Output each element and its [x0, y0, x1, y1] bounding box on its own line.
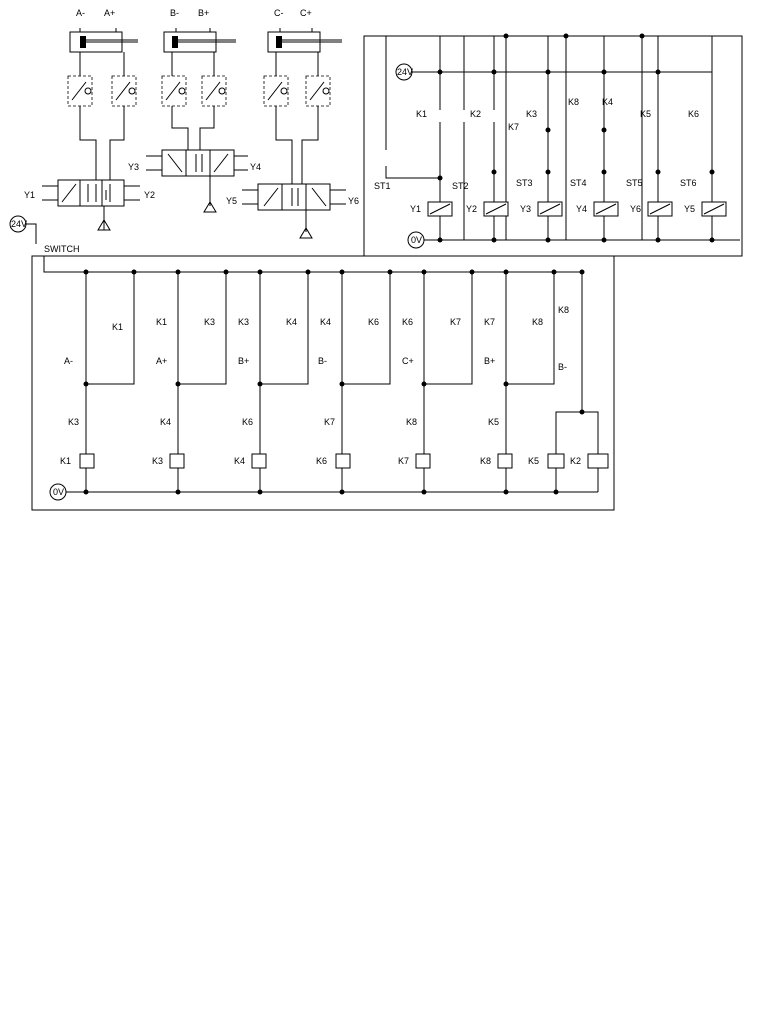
relay-coil-k6: K6	[316, 456, 327, 466]
relay-coil-k5: K5	[528, 456, 539, 466]
solenoid-coils	[427, 201, 727, 217]
valve-y4-label: Y4	[250, 162, 261, 172]
relay-sensor-5: C+	[402, 356, 414, 366]
valve-y5-label: Y5	[226, 196, 237, 206]
cylinder-b-minus-label: B-	[170, 8, 179, 18]
relay-sensor-7: B-	[558, 362, 567, 372]
cylinder-b-plus-label: B+	[198, 8, 209, 18]
relay-coil-k4: K4	[234, 456, 245, 466]
solenoid-junctions	[437, 33, 715, 243]
relay-supply-label: 24V	[11, 219, 27, 229]
relay-coil-k3: K3	[152, 456, 163, 466]
relay-coil-k2: K2	[570, 456, 581, 466]
relay-top-contact-1: K1	[112, 322, 123, 332]
relay-interlock-2: K4	[160, 417, 171, 427]
relay-top-contact-11: K8	[532, 317, 543, 327]
valve-y1-label: Y1	[24, 190, 35, 200]
relay-top-contact-6: K4	[320, 317, 331, 327]
relay-top-contact-4: K3	[238, 317, 249, 327]
solenoid-coil-y3: Y3	[520, 204, 531, 214]
valve-y3-label: Y3	[128, 162, 139, 172]
cylinder-a: A- A+	[67, 8, 138, 180]
valve-y5-y6: Y5 Y6	[226, 183, 359, 239]
relay-sensor-1: A-	[64, 356, 73, 366]
solenoid-step-st4: ST4	[570, 178, 587, 188]
solenoid-supply-label: 24V	[397, 67, 413, 77]
relay-top-contact-10: K7	[484, 317, 495, 327]
solenoid-coil-y5: Y5	[684, 204, 695, 214]
solenoid-ground-label: 0V	[411, 235, 422, 245]
solenoid-relay-k2: K2	[470, 109, 481, 119]
relay-sensor-2: A+	[156, 356, 167, 366]
relay-interlock-1: K3	[68, 417, 79, 427]
solenoid-coil-y6: Y6	[630, 204, 641, 214]
solenoid-coil-y4: Y4	[576, 204, 587, 214]
relay-ground-label: 0V	[53, 487, 64, 497]
cylinder-c-minus-label: C-	[274, 8, 284, 18]
valve-y1-y2: Y1 Y2	[24, 179, 155, 231]
relay-sensor-6: B+	[484, 356, 495, 366]
pneumatic-section: A- A+	[24, 8, 359, 239]
solenoid-relay-k8: K8	[568, 97, 579, 107]
solenoid-step-st6: ST6	[680, 178, 697, 188]
solenoid-relay-k7: K7	[508, 122, 519, 132]
cylinder-c-plus-label: C+	[300, 8, 312, 18]
relay-top-contact-3: K3	[204, 317, 215, 327]
relay-top-contact-2: K1	[156, 317, 167, 327]
relay-coil-k1: K1	[60, 456, 71, 466]
cylinder-a-plus-label: A+	[104, 8, 115, 18]
relay-switch-label: SWITCH	[44, 244, 80, 254]
relay-interlock-5: K8	[406, 417, 417, 427]
solenoid-relay-k6: K6	[688, 109, 699, 119]
relay-junctions	[83, 269, 585, 495]
relay-top-contact-9: K7	[450, 317, 461, 327]
solenoid-relay-k1: K1	[416, 109, 427, 119]
relay-top-contact-8: K6	[402, 317, 413, 327]
relay-coil-k7: K7	[398, 456, 409, 466]
valve-y2-label: Y2	[144, 190, 155, 200]
solenoid-step-st1: ST1	[374, 181, 391, 191]
relay-sensor-3: B+	[238, 356, 249, 366]
solenoid-relay-k3: K3	[526, 109, 537, 119]
solenoid-step-st5: ST5	[626, 178, 643, 188]
relay-sensor-4: B-	[318, 356, 327, 366]
relay-top-contact-7: K6	[368, 317, 379, 327]
relay-coils	[79, 453, 609, 469]
solenoid-step-st3: ST3	[516, 178, 533, 188]
cylinder-a-minus-label: A-	[76, 8, 85, 18]
cylinder-b: B- B+	[161, 8, 236, 150]
relay-circuit: 24V SWITCH 0V	[9, 215, 615, 511]
relay-interlock-3: K6	[242, 417, 253, 427]
solenoid-coil-y1: Y1	[410, 204, 421, 214]
solenoid-circuit: 24V 0V	[363, 33, 743, 257]
cylinder-c: C- C+	[263, 8, 342, 184]
relay-top-contact-12: K8	[558, 305, 569, 315]
solenoid-relay-k5: K5	[640, 109, 651, 119]
solenoid-coil-y2: Y2	[466, 204, 477, 214]
relay-coil-k8: K8	[480, 456, 491, 466]
solenoid-step-st2: ST2	[452, 181, 469, 191]
relay-interlock-6: K5	[488, 417, 499, 427]
relay-interlock-4: K7	[324, 417, 335, 427]
relay-top-contact-5: K4	[286, 317, 297, 327]
valve-y6-label: Y6	[348, 196, 359, 206]
solenoid-relay-k4: K4	[602, 97, 613, 107]
valve-y3-y4: Y3 Y4	[128, 149, 261, 213]
